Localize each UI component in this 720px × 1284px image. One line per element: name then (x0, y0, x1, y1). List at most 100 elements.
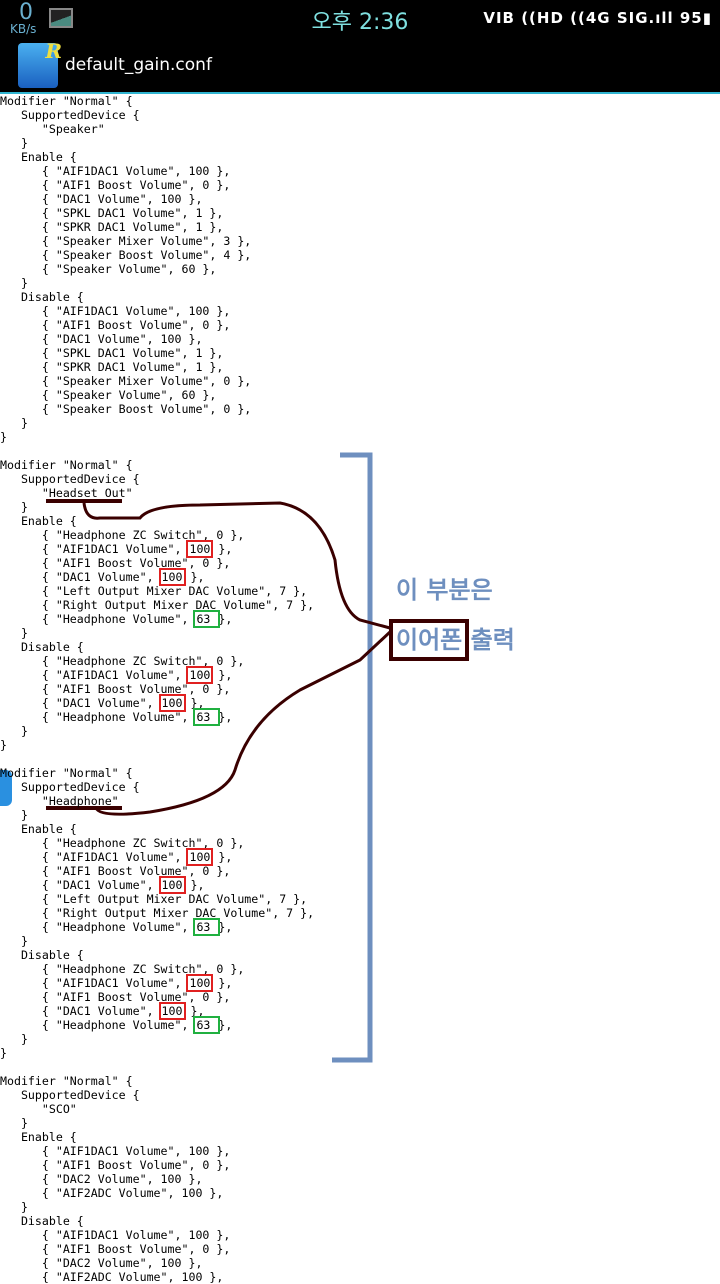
code-text: { "Speaker Volume", 60 }, (0, 388, 217, 402)
floating-button[interactable] (0, 770, 12, 806)
code-line: { "Speaker Boost Volume", 4 }, (0, 248, 314, 262)
code-text: } (0, 136, 28, 150)
code-line: } (0, 808, 314, 822)
code-text: { "AIF1 Boost Volume", 0 }, (0, 318, 231, 332)
code-text: { "DAC1 Volume", 100 }, (0, 332, 203, 346)
code-line: } (0, 724, 314, 738)
code-text: { "AIF1DAC1 Volume", 100 }, (0, 304, 231, 318)
code-text: { "Speaker Mixer Volume", 0 }, (0, 374, 252, 388)
code-text: { "AIF1 Boost Volume", 0 }, (0, 682, 231, 696)
code-line: { "SPKR DAC1 Volume", 1 }, (0, 360, 314, 374)
code-line: Modifier "Normal" { (0, 766, 314, 780)
code-line: } (0, 626, 314, 640)
code-text: } (0, 1116, 28, 1130)
annotation-highlight: 이어폰 (388, 619, 470, 661)
code-text: { "Headphone ZC Switch", 0 }, (0, 528, 245, 542)
code-line: { "AIF2ADC Volume", 100 }, (0, 1270, 314, 1284)
code-text: Modifier "Normal" { (0, 766, 133, 780)
app-icon[interactable]: R (18, 39, 62, 88)
code-text: { "AIF1DAC1 Volume", (0, 542, 189, 556)
code-text: }, (211, 976, 233, 990)
code-line: "Speaker" (0, 122, 314, 136)
code-text: { "AIF2ADC Volume", 100 }, (0, 1270, 224, 1284)
code-text: Modifier "Normal" { (0, 1074, 133, 1088)
code-line: } (0, 1200, 314, 1214)
code-line: { "AIF1DAC1 Volume", 100 }, (0, 540, 314, 558)
annotation-note-line1: 이 부분은 (396, 576, 493, 604)
code-line: { "DAC2 Volume", 100 }, (0, 1172, 314, 1186)
highlighted-value-green: 63 (193, 708, 221, 726)
code-text: { "Right Output Mixer DAC Volume", 7 }, (0, 598, 315, 612)
code-text: SupportedDevice { (0, 780, 140, 794)
code-line: { "SPKR DAC1 Volume", 1 }, (0, 220, 314, 234)
code-text: { "AIF1 Boost Volume", 0 }, (0, 178, 231, 192)
code-text: { "Headphone ZC Switch", 0 }, (0, 962, 245, 976)
code-line: } (0, 1032, 314, 1046)
code-text: { "Headphone Volume", (0, 612, 196, 626)
code-line: { "Speaker Mixer Volume", 0 }, (0, 374, 314, 388)
code-line: } (0, 416, 314, 430)
code-line: { "Speaker Volume", 60 }, (0, 262, 314, 276)
code-line: { "Headphone ZC Switch", 0 }, (0, 962, 314, 976)
code-text: }, (218, 1018, 233, 1032)
file-content: Modifier "Normal" { SupportedDevice { "S… (0, 94, 314, 1284)
code-line: Enable { (0, 150, 314, 164)
title-bar: R default_gain.conf (0, 38, 720, 94)
code-line: { "AIF1DAC1 Volume", 100 }, (0, 666, 314, 684)
code-line: Modifier "Normal" { (0, 458, 314, 472)
code-line: { "Left Output Mixer DAC Volume", 7 }, (0, 892, 314, 906)
code-text: "SCO" (0, 1102, 77, 1116)
code-line: { "DAC1 Volume", 100 }, (0, 332, 314, 346)
code-line: { "SPKL DAC1 Volume", 1 }, (0, 346, 314, 360)
code-text: Disable { (0, 290, 84, 304)
code-line: { "AIF1 Boost Volume", 0 }, (0, 318, 314, 332)
highlighted-value-red: 100 (186, 540, 214, 558)
code-text: "Headphone" (0, 794, 119, 808)
code-line (0, 752, 314, 766)
code-line: { "AIF1 Boost Volume", 0 }, (0, 556, 314, 570)
code-line: Modifier "Normal" { (0, 94, 314, 108)
highlighted-value-green: 63 (193, 1016, 221, 1034)
highlighted-value-red: 100 (158, 1002, 186, 1020)
code-text: { "DAC1 Volume", (0, 878, 161, 892)
code-line: Modifier "Normal" { (0, 1074, 314, 1088)
code-text: } (0, 724, 28, 738)
code-line (0, 1060, 314, 1074)
code-text: Modifier "Normal" { (0, 458, 133, 472)
code-text: Modifier "Normal" { (0, 94, 133, 108)
annotation-note-rest: 출력 (470, 626, 515, 654)
annotation-note-line2: 이어폰 출력 (388, 619, 515, 661)
code-text: }, (218, 612, 233, 626)
code-line: { "AIF1DAC1 Volume", 100 }, (0, 974, 314, 992)
code-text: { "SPKR DAC1 Volume", 1 }, (0, 220, 224, 234)
code-text: SupportedDevice { (0, 472, 140, 486)
code-text: } (0, 430, 7, 444)
code-line (0, 444, 314, 458)
code-text: { "DAC1 Volume", 100 }, (0, 192, 203, 206)
code-line: "Headphone" (0, 794, 314, 808)
network-speed-value: 0 (19, 0, 33, 25)
code-text: { "AIF1DAC1 Volume", (0, 850, 189, 864)
code-text: { "AIF1 Boost Volume", 0 }, (0, 1242, 231, 1256)
code-text: }, (183, 1004, 205, 1018)
code-line: { "AIF1 Boost Volume", 0 }, (0, 1158, 314, 1172)
code-line: { "AIF1DAC1 Volume", 100 }, (0, 304, 314, 318)
code-text: }, (211, 542, 233, 556)
code-line: { "AIF1DAC1 Volume", 100 }, (0, 1228, 314, 1242)
code-text: { "Headphone ZC Switch", 0 }, (0, 654, 245, 668)
code-line: { "DAC1 Volume", 100 }, (0, 1002, 314, 1020)
highlighted-value-red: 100 (186, 666, 214, 684)
code-line: { "Headphone ZC Switch", 0 }, (0, 654, 314, 668)
code-text: { "DAC1 Volume", (0, 570, 161, 584)
code-text: }, (218, 920, 233, 934)
code-text: { "AIF1 Boost Volume", 0 }, (0, 1158, 231, 1172)
code-text: { "AIF2ADC Volume", 100 }, (0, 1186, 224, 1200)
code-text: { "AIF1 Boost Volume", 0 }, (0, 556, 231, 570)
code-line: "SCO" (0, 1102, 314, 1116)
code-text: } (0, 1046, 7, 1060)
code-text: { "SPKL DAC1 Volume", 1 }, (0, 206, 224, 220)
highlighted-value-green: 63 (193, 918, 221, 936)
system-status-icons: VIB ((HD ((4G SIG.ıll 95▮ (483, 9, 712, 27)
code-line: } (0, 500, 314, 514)
code-line: { "Headphone Volume", 63 }, (0, 1016, 314, 1034)
